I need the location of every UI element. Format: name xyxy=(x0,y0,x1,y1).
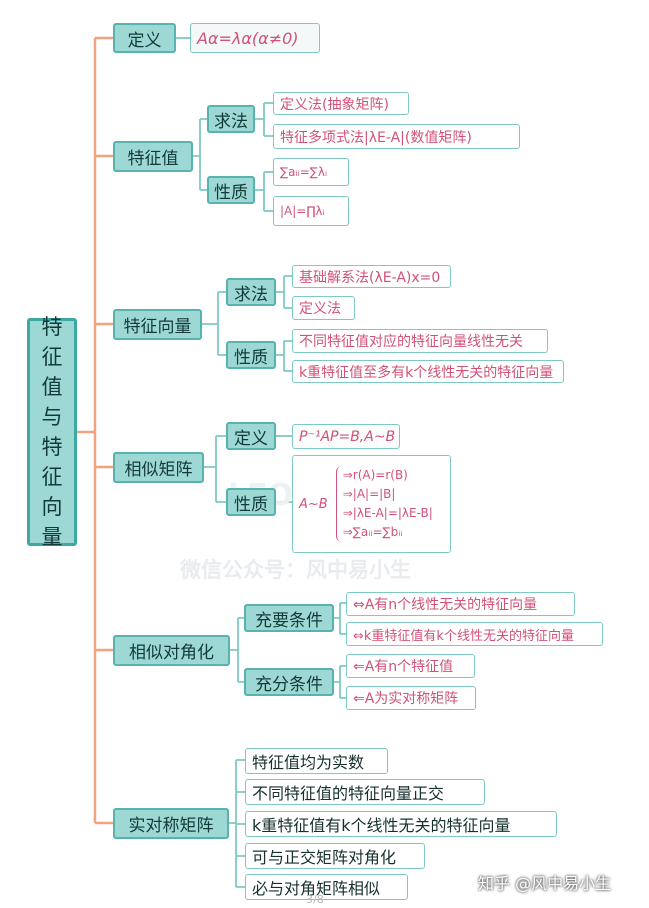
item-eigenvector-definition-method: 定义法 xyxy=(292,296,355,320)
node-definition: 定义 xyxy=(113,23,176,53)
node-eigenvalue-property: 性质 xyxy=(207,176,255,204)
item-k-multiple-eigenvalue-vectors: k重特征值至多有k个线性无关的特征向量 xyxy=(292,360,564,383)
node-similar-definition: 定义 xyxy=(226,422,276,450)
node-sufficient-condition: 充分条件 xyxy=(244,668,334,696)
root-char: 特 xyxy=(41,315,63,339)
node-similar-matrix: 相似矩阵 xyxy=(113,452,204,483)
node-diagonalization: 相似对角化 xyxy=(113,635,230,666)
item-definition-method-abstract: 定义法(抽象矩阵) xyxy=(273,92,409,115)
node-real-symmetric-matrix: 实对称矩阵 xyxy=(113,808,229,839)
item-orthogonal-diagonalization: 可与正交矩阵对角化 xyxy=(245,843,425,869)
item-eigenvectors-orthogonal: 不同特征值的特征向量正交 xyxy=(245,779,485,805)
item-k-multiple-independent: k重特征值有k个线性无关的特征向量 xyxy=(245,811,557,837)
item-real-symmetric: ⇐A为实对称矩阵 xyxy=(346,686,476,710)
item-k-multiple-has-k-vectors: ⇔k重特征值有k个线性无关的特征向量 xyxy=(346,622,603,646)
item-trace-sum: ∑aᵢᵢ=∑λᵢ xyxy=(273,158,349,186)
formula-eigen-definition: Aα=λα(α≠0) xyxy=(190,23,320,53)
item-distinct-eigenvalues-independent: 不同特征值对应的特征向量线性无关 xyxy=(292,329,548,353)
root-char: 特 xyxy=(41,435,63,459)
similarity-lead: A~B xyxy=(299,496,328,512)
item-similar-to-diagonal: 必与对角矩阵相似 xyxy=(245,874,408,900)
zhihu-credit: 知乎 @风中易小生 xyxy=(478,874,612,893)
watermark-text: 微信公众号：风中易小生 xyxy=(180,558,411,582)
item-n-independent-vectors: ⇔A有n个线性无关的特征向量 xyxy=(346,592,575,616)
item-determinant-product: |A|=∏λᵢ xyxy=(273,196,349,226)
root-node: 特 征 值 与 特 征 向 量 xyxy=(27,315,77,549)
root-char: 与 xyxy=(41,405,63,429)
similarity-property-determinant: ⇒|A|=|B| xyxy=(342,487,396,501)
page-number: 3/8 xyxy=(306,893,324,906)
node-similar-property: 性质 xyxy=(226,488,276,516)
item-n-eigenvalues: ⇐A有n个特征值 xyxy=(346,654,475,678)
similarity-property-trace: ⇒∑aᵢᵢ=∑bᵢᵢ xyxy=(342,525,403,539)
root-char: 量 xyxy=(41,525,63,549)
similarity-properties-panel: A~B ⇒r(A)=r(B) ⇒|A|=|B| ⇒|λE-A|=|λE-B| ⇒… xyxy=(292,455,451,553)
root-char: 征 xyxy=(41,345,63,369)
item-fundamental-solution-method: 基础解系法(λE-A)x=0 xyxy=(292,265,451,288)
root-char: 征 xyxy=(41,465,63,489)
root-char: 向 xyxy=(41,495,63,519)
formula-similarity-definition: P⁻¹AP=B,A~B xyxy=(292,424,400,449)
similarity-property-lines: ⇒r(A)=r(B) ⇒|A|=|B| ⇒|λE-A|=|λE-B| ⇒∑aᵢᵢ… xyxy=(335,466,433,542)
node-eigenvector-method: 求法 xyxy=(226,278,276,306)
similarity-property-rank: ⇒r(A)=r(B) xyxy=(342,468,408,482)
node-eigenvalue: 特征值 xyxy=(113,141,193,172)
item-characteristic-polynomial-method: 特征多项式法|λE-A|(数值矩阵) xyxy=(273,124,520,149)
root-char: 值 xyxy=(41,375,63,399)
node-eigenvector-property: 性质 xyxy=(226,341,276,369)
node-eigenvector: 特征向量 xyxy=(113,309,202,340)
node-necessary-sufficient-condition: 充要条件 xyxy=(244,604,334,632)
item-eigenvalues-real: 特征值均为实数 xyxy=(245,748,388,774)
similarity-property-char-poly: ⇒|λE-A|=|λE-B| xyxy=(342,506,433,520)
node-eigenvalue-method: 求法 xyxy=(207,105,255,133)
